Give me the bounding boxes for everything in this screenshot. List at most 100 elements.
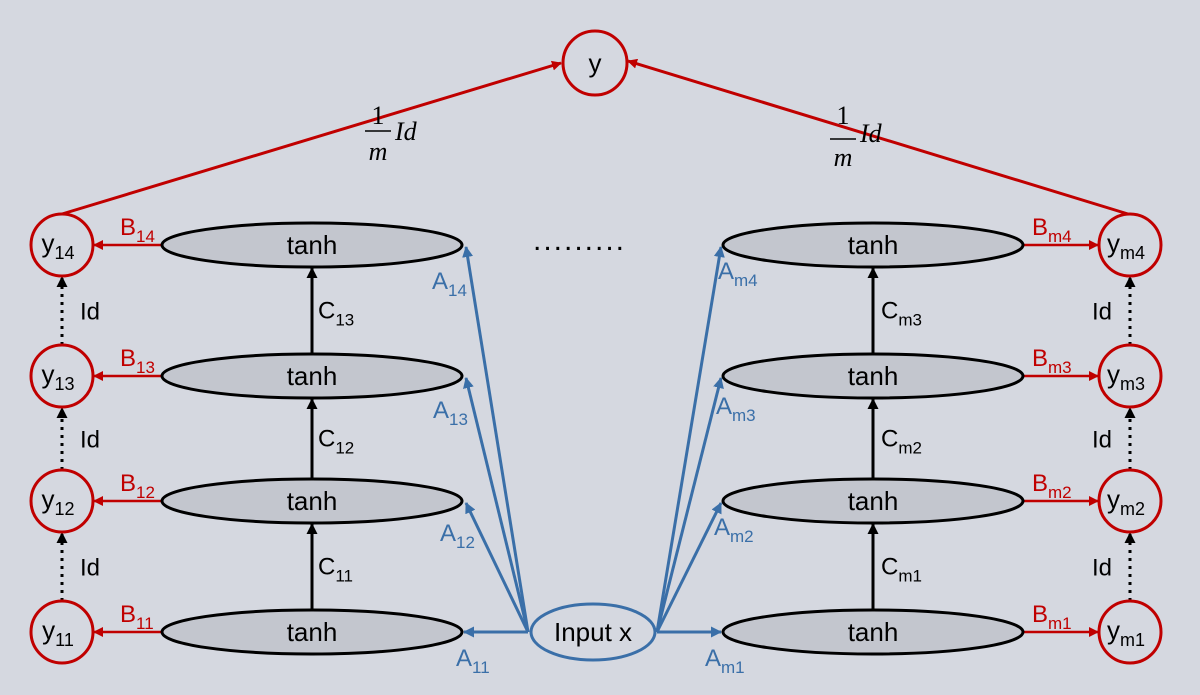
a-label-left-2-base: A	[440, 520, 456, 547]
output-label: y13	[41, 359, 74, 394]
c-label-left-3-base: C	[318, 298, 335, 325]
output-label-sub: 14	[54, 243, 74, 263]
tanh-ellipse	[160, 221, 464, 269]
weight-right-id: Id	[859, 119, 883, 148]
tanh-label: tanh	[287, 617, 338, 647]
c-label-right-3-sub: m3	[898, 311, 922, 330]
c-label-left-3-sub: 13	[335, 311, 354, 330]
tanh-node-right-4: tanh	[721, 221, 1025, 269]
weight-right-numerator: 1	[837, 101, 850, 130]
a-arrow	[655, 246, 725, 633]
tanh-ellipse	[721, 608, 1025, 656]
output-node-left-1: y11	[29, 599, 95, 665]
tanh-node-left-4: tanh	[160, 221, 464, 269]
weight-left: 1 m Id	[365, 101, 418, 166]
b-label-left-3: B13	[120, 345, 155, 377]
output-label-sub: m4	[1120, 243, 1145, 263]
output-node-right-2: ym2	[1097, 468, 1163, 534]
b-label-left-2: B12	[120, 470, 155, 502]
b-label-right-2-base: B	[1032, 470, 1048, 497]
output-label: y12	[41, 484, 74, 519]
tanh-ellipse	[721, 221, 1025, 269]
id-label-right-1: Id	[1092, 555, 1112, 582]
output-circle	[1097, 599, 1163, 665]
output-label-base: y	[1107, 228, 1120, 258]
a-label-right-3-sub: m3	[732, 406, 756, 425]
a-arrow	[463, 377, 530, 633]
output-label-base: y	[41, 484, 54, 514]
c-label-left-2-sub: 12	[335, 439, 354, 458]
output-circle	[29, 468, 95, 534]
a-label-left-3-sub: 13	[449, 410, 468, 429]
id-label-left-3: Id	[80, 299, 100, 326]
a-label-right-2-base: A	[714, 514, 730, 541]
tanh-node-right-2: tanh	[721, 477, 1025, 525]
output-label: ym3	[1107, 359, 1145, 394]
c-label-left-1-sub: 11	[335, 567, 353, 586]
output-label-sub: 13	[54, 374, 74, 394]
c-label-right-3: Cm3	[881, 298, 922, 330]
a-label-left-4: A14	[432, 268, 467, 300]
b-label-left-1-base: B	[120, 601, 136, 628]
b-label-right-3-sub: m3	[1048, 358, 1072, 377]
a-label-right-4-sub: m4	[734, 271, 758, 290]
output-label-sub: 12	[54, 499, 74, 519]
tanh-label: tanh	[848, 230, 899, 260]
b-label-right-4-base: B	[1032, 214, 1048, 241]
c-label-right-2-sub: m2	[898, 439, 922, 458]
output-label-base: y	[41, 228, 54, 258]
a-label-left-3: A13	[433, 397, 468, 429]
id-label-left-1: Id	[80, 555, 100, 582]
a-label-right-2: Am2	[714, 514, 754, 546]
output-node-right-4: ym4	[1097, 212, 1163, 278]
tanh-ellipse	[160, 608, 464, 656]
b-label-right-4-sub: m4	[1048, 227, 1072, 246]
output-label: ym1	[1107, 615, 1145, 650]
aggregate-arrow-left	[61, 60, 562, 216]
tanh-ellipse	[160, 477, 464, 525]
nodes-layer: tanhy11B11A11C11Idtanhy12B12A12C12Idtanh…	[29, 212, 1163, 677]
weight-left-numerator: 1	[372, 101, 385, 130]
b-label-left-2-base: B	[120, 470, 136, 497]
tanh-ellipse	[160, 352, 464, 400]
c-label-right-3-base: C	[881, 298, 898, 325]
a-label-left-4-base: A	[432, 268, 448, 295]
a-arrow	[655, 377, 724, 633]
input-node-ellipse	[529, 602, 657, 662]
tanh-ellipse	[721, 352, 1025, 400]
output-node-label: y	[589, 48, 602, 78]
output-circle	[1097, 343, 1163, 409]
b-label-left-3-sub: 13	[136, 358, 155, 377]
output-label-sub: m3	[1120, 374, 1145, 394]
tanh-node-left-1: tanh	[160, 608, 464, 656]
tanh-label: tanh	[287, 486, 338, 516]
id-label-right-2: Id	[1092, 427, 1112, 454]
a-label-left-2: A12	[440, 520, 475, 552]
a-label-right-1: Am1	[705, 645, 745, 677]
b-label-left-1-sub: 11	[136, 614, 154, 633]
aggregate-arrow-right	[627, 58, 1129, 216]
b-label-left-4: B14	[120, 214, 155, 246]
tanh-label: tanh	[848, 617, 899, 647]
output-node-right-3: ym3	[1097, 343, 1163, 409]
a-label-left-1-sub: 11	[472, 658, 490, 677]
output-label: ym2	[1107, 484, 1145, 519]
a-label-left-3-base: A	[433, 397, 449, 424]
id-label-right-3: Id	[1092, 299, 1112, 326]
output-node-left-2: y12	[29, 468, 95, 534]
tanh-node-left-3: tanh	[160, 352, 464, 400]
b-label-right-1-sub: m1	[1048, 614, 1072, 633]
output-label-sub: m2	[1120, 499, 1145, 519]
c-label-left-2-base: C	[318, 426, 335, 453]
output-circle	[29, 343, 95, 409]
output-label-base: y	[1107, 359, 1120, 389]
weight-left-id: Id	[394, 117, 418, 146]
b-label-left-1: B11	[120, 601, 154, 633]
edges-layer	[56, 58, 1136, 638]
input-node: Input x	[529, 602, 657, 662]
output-label-base: y	[41, 359, 54, 389]
a-arrow	[464, 502, 530, 633]
c-label-left-3: C13	[318, 298, 354, 330]
a-label-right-3: Am3	[716, 393, 756, 425]
